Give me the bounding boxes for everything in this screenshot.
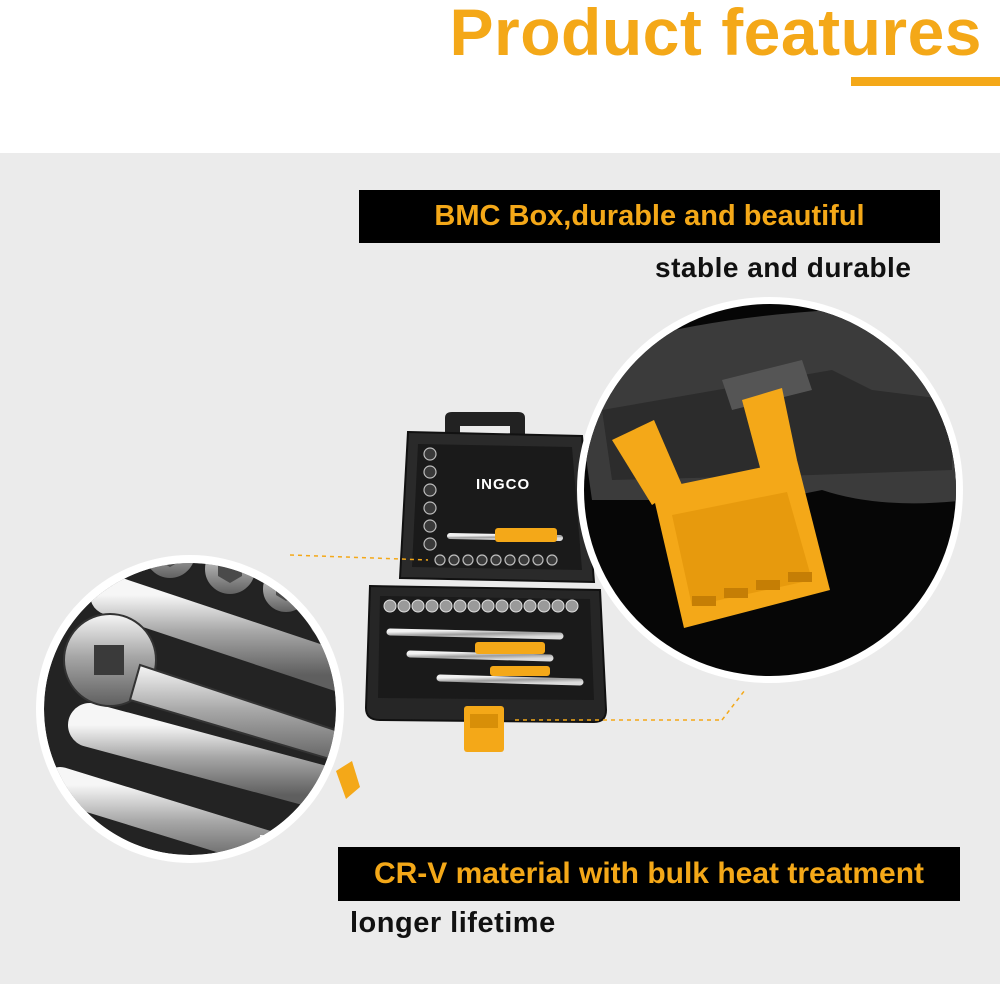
toolbox-case-image <box>364 412 608 752</box>
ratchet-closeup-image <box>36 555 360 863</box>
feature-heading: BMC Box,durable and beautiful <box>434 200 865 232</box>
feature-heading: CR-V material with bulk heat treatment <box>373 857 925 890</box>
feature-subtext: stable and durable <box>655 252 912 283</box>
brand-logo: INGCO <box>476 476 531 493</box>
feature-subtext: longer lifetime <box>350 907 556 939</box>
latch-closeup-image <box>577 297 963 683</box>
feature-banner-crv-material: CR-V material with bulk heat treatment <box>338 847 960 901</box>
feature-banner-bmc-box: BMC Box,durable and beautiful <box>359 190 940 243</box>
page-title: Product features <box>449 0 982 69</box>
title-underline <box>851 77 1000 86</box>
